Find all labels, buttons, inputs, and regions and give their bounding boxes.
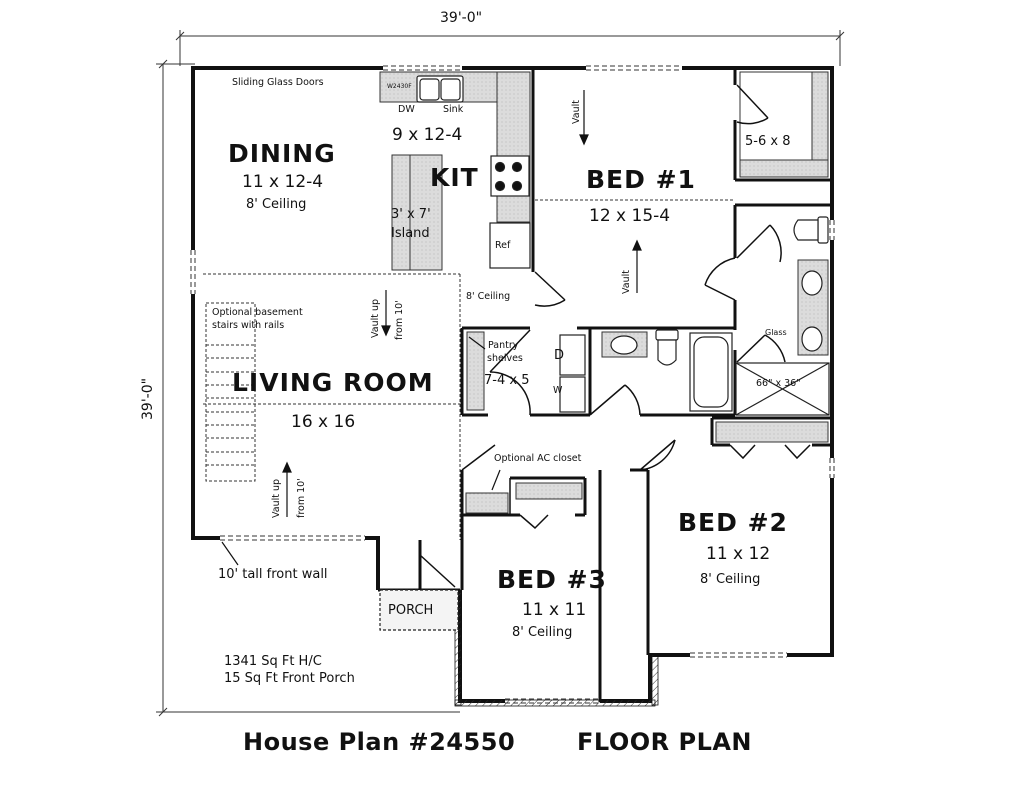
bed2-name: BED #2 xyxy=(678,508,788,537)
kitchen-size: 9 x 12-4 xyxy=(392,125,463,145)
ceiling-lines xyxy=(203,199,735,540)
sqft-porch: 15 Sq Ft Front Porch xyxy=(224,671,355,686)
island-label: Island xyxy=(391,226,430,241)
interior-walls xyxy=(378,68,832,702)
vault-label-bottom: Vault xyxy=(621,270,632,294)
bed3-size: 11 x 11 xyxy=(522,600,587,620)
dining-room-name: DINING xyxy=(228,139,336,168)
living-room-size: 16 x 16 xyxy=(291,412,356,432)
vault-up-label-2: Vault up xyxy=(271,478,282,518)
basement-note-1: Optional basement xyxy=(212,307,303,318)
vault-label-top: Vault xyxy=(571,100,582,124)
dryer-label: D xyxy=(554,348,565,363)
bed1-closet-size: 5-6 x 8 xyxy=(745,134,791,149)
dimension-lines xyxy=(156,30,845,717)
front-wall-note: 10' tall front wall xyxy=(218,567,328,582)
bed1-size: 12 x 15-4 xyxy=(589,206,671,226)
sliding-doors-label: Sliding Glass Doors xyxy=(232,77,324,88)
dishwasher-label: DW xyxy=(398,104,415,115)
kitchen-name: KIT xyxy=(430,163,479,192)
plan-subtitle: FLOOR PLAN xyxy=(577,728,753,756)
from-10-label-1: from 10' xyxy=(394,300,405,340)
island-size: 3' x 7' xyxy=(391,207,431,222)
laundry-size: 7-4 x 5 xyxy=(484,373,530,388)
hall-ceiling: 8' Ceiling xyxy=(466,291,511,302)
annotation-arrows xyxy=(221,90,642,566)
washer-label: W xyxy=(553,385,563,396)
pantry-note-2: shelves xyxy=(487,353,523,364)
bed2-size: 11 x 12 xyxy=(706,544,771,564)
living-room-name: LIVING ROOM xyxy=(232,368,434,397)
basement-note-2: stairs with rails xyxy=(212,320,285,331)
glass-label: Glass xyxy=(765,328,787,337)
bed1-name: BED #1 xyxy=(586,165,696,194)
bed3-ceiling: 8' Ceiling xyxy=(512,625,573,640)
width-dimension: 39'-0" xyxy=(440,10,483,26)
porch-label: PORCH xyxy=(388,603,434,618)
sqft-heated: 1341 Sq Ft H/C xyxy=(224,654,322,669)
shower-size: 66" x 36" xyxy=(756,378,801,389)
refrigerator-label: Ref xyxy=(495,240,511,251)
dining-ceiling: 8' Ceiling xyxy=(246,197,307,212)
sink-label: Sink xyxy=(443,104,464,115)
bed2-ceiling: 8' Ceiling xyxy=(700,572,761,587)
vault-up-label-1: Vault up xyxy=(370,298,381,338)
dining-room-size: 11 x 12-4 xyxy=(242,172,324,192)
bed3-name: BED #3 xyxy=(497,565,607,594)
plan-title: House Plan #24550 xyxy=(243,728,516,756)
windows xyxy=(190,65,835,704)
basement-stairs xyxy=(205,302,256,482)
depth-dimension: 39'-0" xyxy=(140,377,156,420)
fixtures xyxy=(379,75,830,631)
wall-cabinet-label: W2430F xyxy=(387,83,412,90)
pantry-note-1: Pantry xyxy=(488,340,519,351)
from-10-label-2: from 10' xyxy=(296,478,307,518)
ac-closet-note: Optional AC closet xyxy=(494,453,582,464)
door-swings xyxy=(419,84,811,590)
